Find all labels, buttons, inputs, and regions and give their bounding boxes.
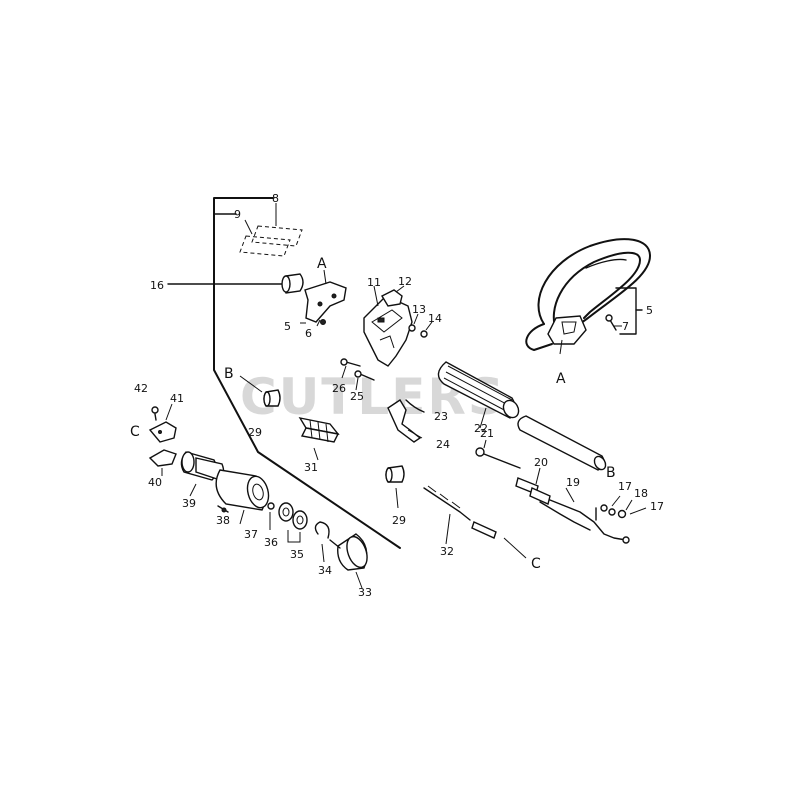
- part-8-decal: [251, 203, 303, 247]
- label-39: 39: [182, 497, 196, 510]
- label-37: 37: [244, 528, 258, 541]
- part-5-bracket: [300, 269, 347, 327]
- label-12: 12: [398, 275, 412, 288]
- label-31: 31: [304, 461, 318, 474]
- label-17-right: 17: [650, 500, 664, 513]
- label-23: 23: [434, 410, 448, 423]
- part-19-throttle-cable: [539, 487, 630, 544]
- label-7: 7: [622, 320, 629, 333]
- label-20: 20: [534, 456, 548, 469]
- part-37-gear-housing: [215, 469, 270, 525]
- part-22-grip: [437, 361, 520, 429]
- label-16: 16: [150, 279, 164, 292]
- label-C-left: C: [130, 424, 140, 440]
- label-21: 21: [480, 427, 494, 440]
- label-40: 40: [148, 476, 162, 489]
- part-17-18-nuts: [595, 495, 647, 521]
- label-33: 33: [358, 586, 372, 599]
- part-29-bushing-upper: [239, 375, 281, 407]
- label-5-handle: 5: [646, 304, 653, 317]
- part-12-switch: [381, 285, 405, 307]
- part-29-bushing-lower: [385, 465, 405, 509]
- part-20-cable-adjuster: [515, 467, 551, 505]
- part-11-throttle-housing: [363, 285, 413, 367]
- label-25: 25: [350, 390, 364, 403]
- label-42: 42: [134, 382, 148, 395]
- label-14: 14: [428, 312, 442, 325]
- label-29-lower: 29: [392, 514, 406, 527]
- label-19: 19: [566, 476, 580, 489]
- part-24-trigger: [387, 399, 423, 443]
- part-23-spring: [405, 399, 425, 413]
- part-5-handle-loop: [525, 238, 651, 355]
- handle-tube: [517, 415, 607, 471]
- label-9: 9: [234, 208, 241, 221]
- handle-loop-bracket: [615, 287, 643, 335]
- label-A-handle: A: [556, 371, 566, 387]
- assembly-bracket: [213, 197, 401, 549]
- part-35-bearings: [278, 502, 308, 543]
- part-33-cup: [329, 533, 368, 589]
- part-42-screw: [151, 406, 159, 421]
- label-11: 11: [367, 276, 381, 289]
- part-39-sleeve: [180, 451, 225, 497]
- label-C-right: C: [531, 556, 541, 572]
- label-41: 41: [170, 392, 184, 405]
- label-A-bracket: A: [317, 256, 327, 272]
- part-7-screw: [605, 314, 622, 331]
- callout-labels: 8 9 16 A 5 6 11 12 13 14 26 25 5 7 A B B…: [130, 192, 664, 599]
- part-13-14-screws: [408, 313, 433, 338]
- label-6: 6: [305, 327, 312, 340]
- part-32-drive-cable: [423, 485, 527, 559]
- part-40-clamp: [148, 449, 177, 476]
- label-17-top: 17: [618, 480, 632, 493]
- part-36-washer: [267, 502, 275, 530]
- label-24: 24: [436, 438, 450, 451]
- part-9-decal: [239, 219, 291, 257]
- label-36: 36: [264, 536, 278, 549]
- label-34: 34: [318, 564, 332, 577]
- label-8: 8: [272, 192, 279, 205]
- label-22: 22: [474, 422, 488, 435]
- part-38-screw: [217, 505, 229, 513]
- part-25-26-screws: [340, 358, 375, 391]
- part-31-coupler: [298, 417, 340, 461]
- label-32: 32: [440, 545, 454, 558]
- label-26: 26: [332, 382, 346, 395]
- label-18: 18: [634, 487, 648, 500]
- part-34-snap-ring: [314, 521, 330, 563]
- label-35: 35: [290, 548, 304, 561]
- label-13: 13: [412, 303, 426, 316]
- label-29-upper: 29: [248, 426, 262, 439]
- part-21-cable-end: [475, 439, 521, 469]
- label-B-left: B: [224, 366, 234, 382]
- label-38: 38: [216, 514, 230, 527]
- part-41-clamp: [148, 403, 177, 443]
- part-16-sleeve: [167, 273, 304, 294]
- label-5-bracket: 5: [284, 320, 291, 333]
- label-B-right: B: [606, 465, 616, 481]
